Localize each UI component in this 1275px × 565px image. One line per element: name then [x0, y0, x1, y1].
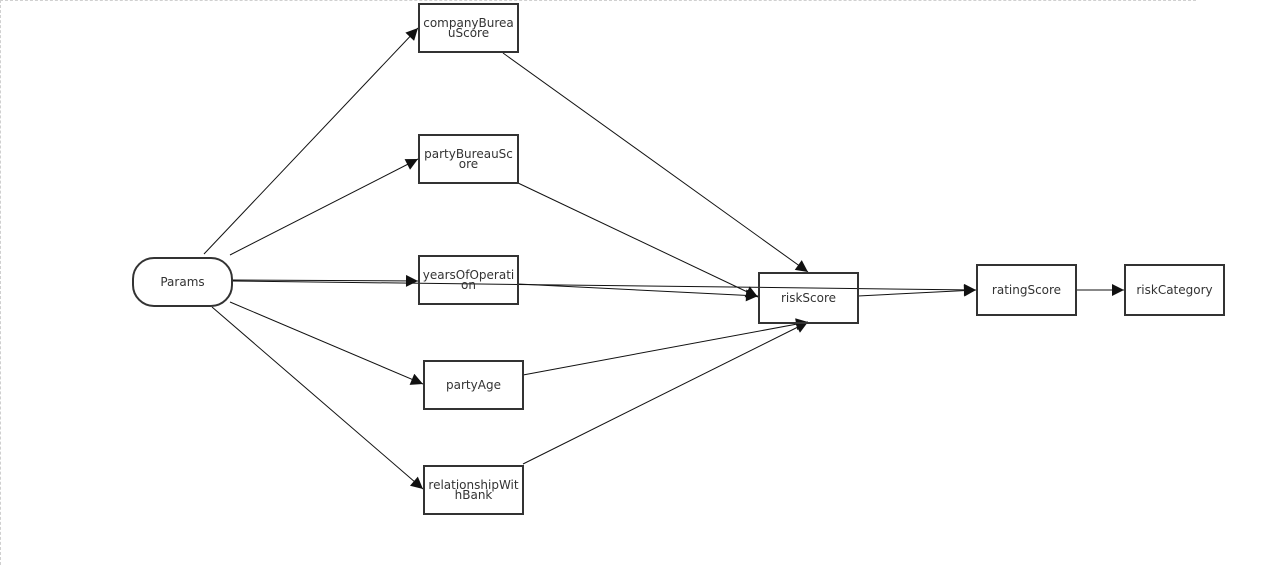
node-ratingScore-label: ratingScore — [991, 283, 1062, 297]
node-partyAge-label: partyAge — [446, 378, 501, 392]
node-relationshipWithBank-label: relationshipWithBank — [428, 478, 519, 502]
node-riskCategory-label: riskCategory — [1136, 283, 1213, 297]
edge-params-to-ratingScore — [231, 280, 977, 296]
canvas-border-top — [0, 0, 1196, 1]
canvas-border-left — [0, 0, 1, 565]
edge-relationshipWithBank-to-riskScore — [522, 321, 809, 465]
edge-params-to-companyBureauScore — [203, 27, 419, 255]
edge-partyAge-to-riskScore — [522, 318, 809, 376]
edge-riskScore-to-ratingScore — [857, 284, 977, 297]
edge-companyBureauScore-to-riskScore — [502, 52, 809, 273]
edge-yearsOfOperation-to-riskScore — [517, 283, 759, 302]
node-relationshipWithBank[interactable]: relationshipWithBank — [423, 465, 524, 515]
node-partyBureauScore-label: partyBureauScore — [424, 147, 513, 171]
node-riskScore[interactable]: riskScore — [758, 272, 859, 324]
node-yearsOfOperation[interactable]: yearsOfOperation — [418, 255, 519, 305]
edge-params-to-relationshipWithBank — [211, 306, 424, 490]
node-params[interactable]: Params — [132, 257, 233, 307]
node-partyAge[interactable]: partyAge — [423, 360, 524, 410]
node-ratingScore[interactable]: ratingScore — [976, 264, 1077, 316]
node-companyBureauScore[interactable]: companyBureauScore — [418, 3, 519, 53]
edge-params-to-partyBureauScore — [229, 158, 419, 256]
edge-partyBureauScore-to-riskScore — [517, 182, 759, 298]
node-riskCategory[interactable]: riskCategory — [1124, 264, 1225, 316]
node-riskScore-label: riskScore — [780, 291, 837, 305]
node-yearsOfOperation-label: yearsOfOperation — [422, 268, 515, 292]
node-partyBureauScore[interactable]: partyBureauScore — [418, 134, 519, 184]
edge-params-to-partyAge — [229, 301, 424, 385]
node-companyBureauScore-label: companyBureauScore — [423, 16, 514, 40]
edge-params-to-yearsOfOperation — [231, 274, 419, 287]
node-params-label: Params — [160, 275, 205, 289]
